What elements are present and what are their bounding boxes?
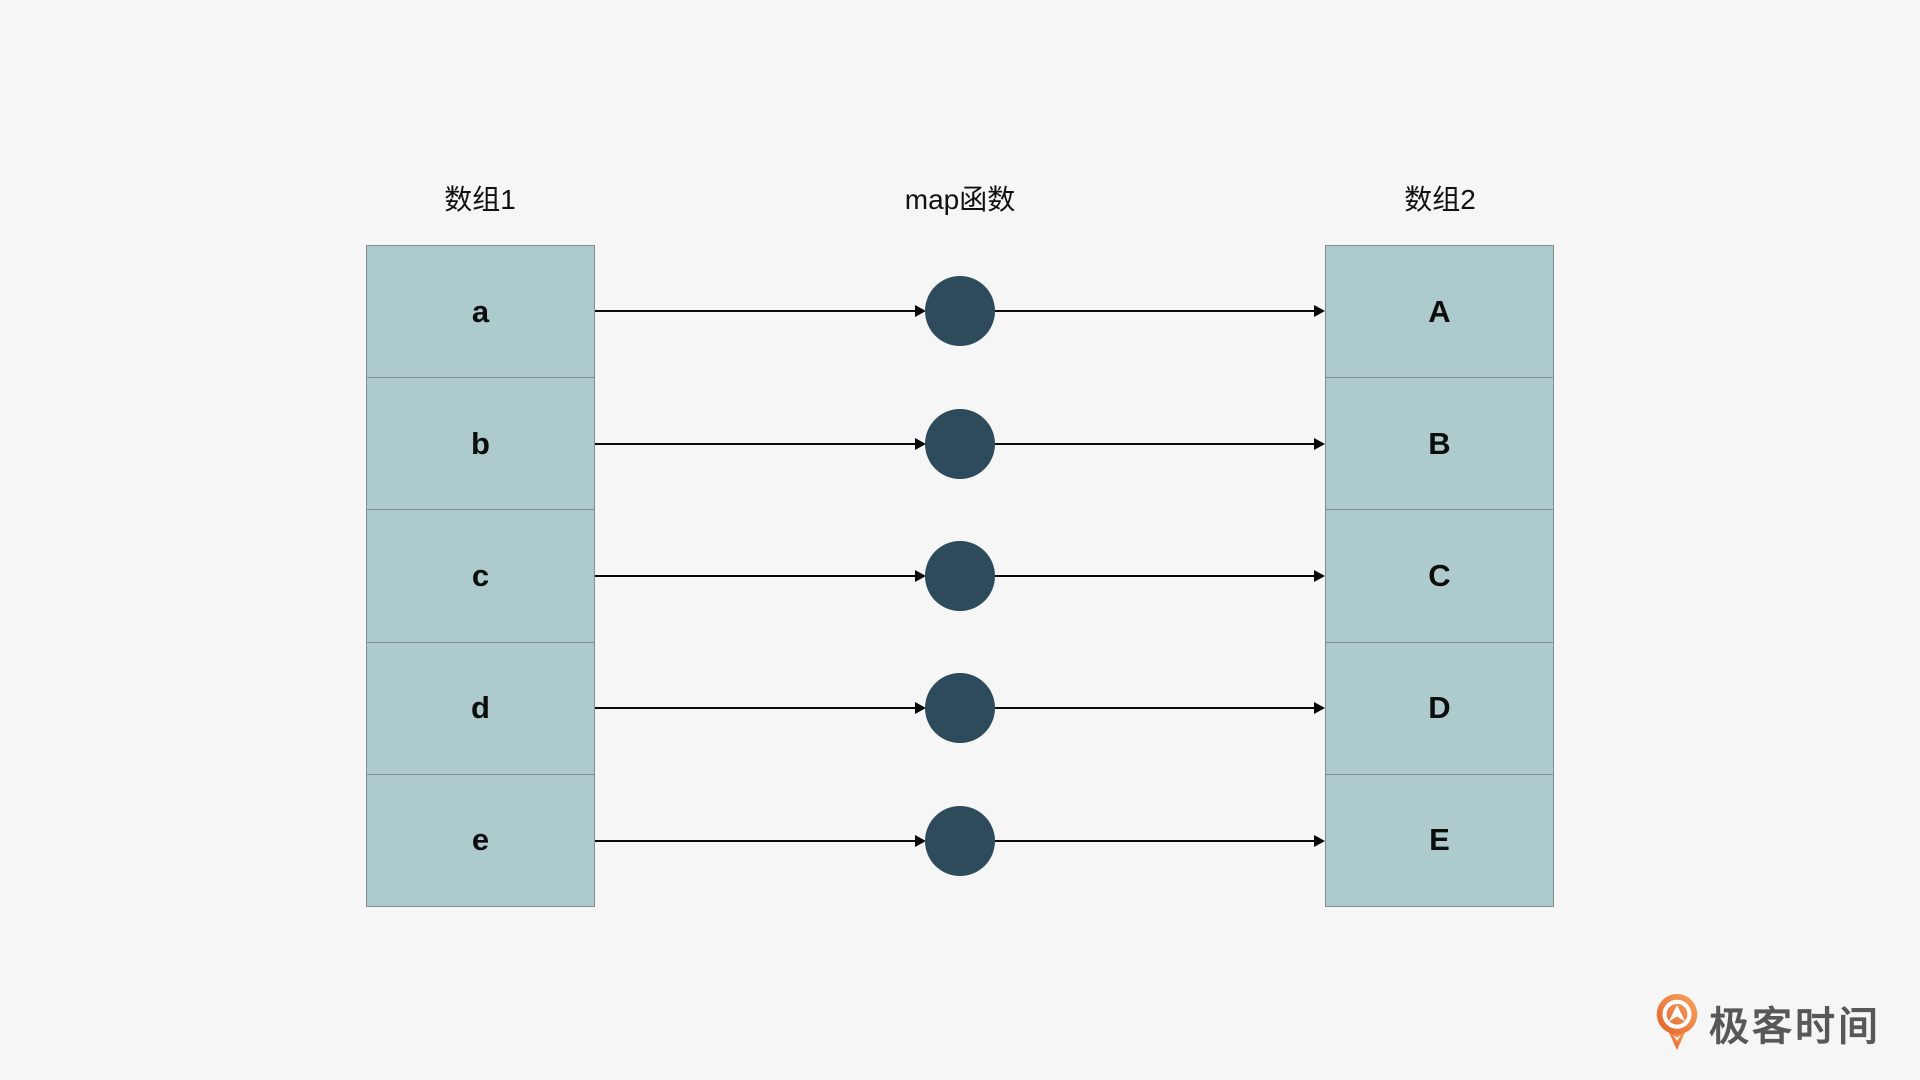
arrow-a-to-map (595, 305, 926, 317)
arrow-map-to-B (995, 438, 1325, 450)
arrowhead-icon (915, 570, 926, 582)
arrowhead-icon (915, 438, 926, 450)
array1-cell-a: a (366, 245, 595, 379)
array1-cell-c: c (366, 510, 595, 643)
array1-cell-d: d (366, 642, 595, 775)
arrowhead-icon (1314, 570, 1325, 582)
arrowhead-icon (915, 305, 926, 317)
map-function-circle (925, 806, 995, 876)
array2-cell-a: A (1325, 245, 1554, 379)
array2-cell-c: C (1325, 510, 1554, 643)
array1-cell-b: b (366, 378, 595, 511)
array2-header: 数组2 (1404, 184, 1476, 215)
map-function-circle (925, 276, 995, 346)
arrow-map-to-A (995, 305, 1325, 317)
map-function-circle (925, 409, 995, 479)
arrowhead-icon (1314, 702, 1325, 714)
map-function-circle (925, 673, 995, 743)
arrowhead-icon (1314, 305, 1325, 317)
array2-cell-b: B (1325, 378, 1554, 511)
array2-column: A B C D E (1325, 245, 1554, 908)
arrow-c-to-map (595, 570, 926, 582)
map-function-header: map函数 (904, 184, 1016, 215)
arrowhead-icon (915, 702, 926, 714)
geektime-pin-icon (1656, 993, 1698, 1051)
array1-cell-e: e (366, 774, 595, 908)
array1-column: a b c d e (366, 245, 595, 908)
arrow-map-to-C (995, 570, 1325, 582)
array2-cell-d: D (1325, 642, 1554, 775)
arrow-e-to-map (595, 835, 926, 847)
arrow-map-to-E (995, 835, 1325, 847)
arrowhead-icon (1314, 835, 1325, 847)
map-function-circle (925, 541, 995, 611)
arrow-b-to-map (595, 438, 926, 450)
array1-header: 数组1 (444, 184, 516, 215)
arrowhead-icon (915, 835, 926, 847)
arrowhead-icon (1314, 438, 1325, 450)
array2-cell-e: E (1325, 774, 1554, 908)
arrow-map-to-D (995, 702, 1325, 714)
arrow-d-to-map (595, 702, 926, 714)
geektime-logo-text: 极客时间 (1709, 1004, 1881, 1049)
geektime-logo: 极客时间 (1654, 992, 1881, 1053)
